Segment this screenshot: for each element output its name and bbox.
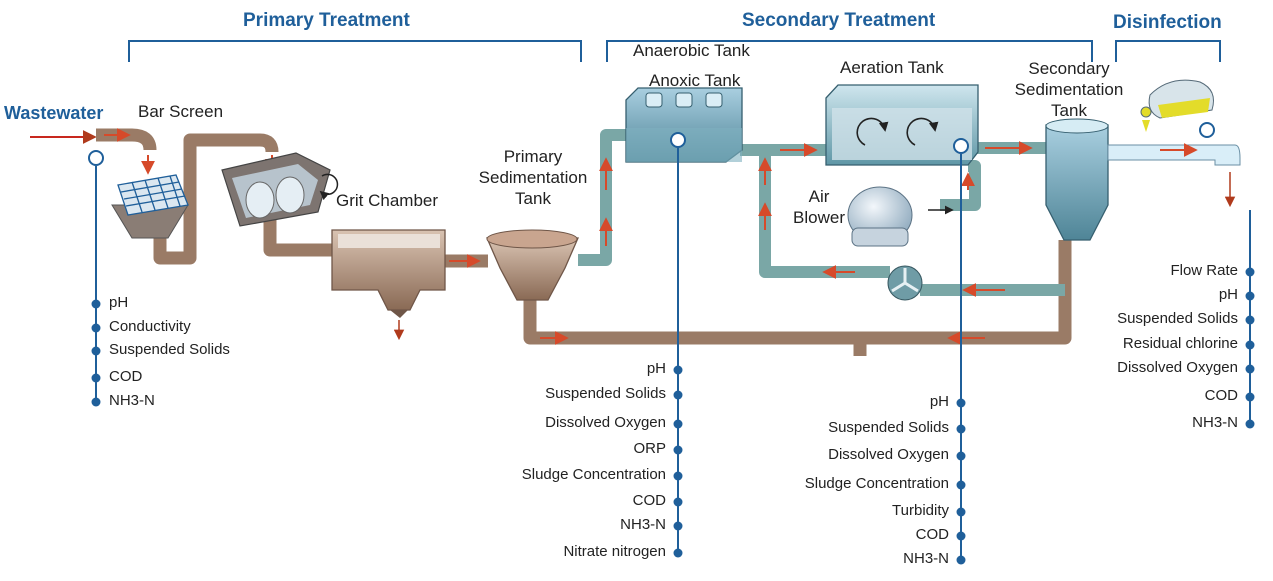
- parameter-dot: [1245, 364, 1255, 374]
- parameter-label: Dissolved Oxygen: [828, 446, 949, 463]
- parameter-label: pH: [1218, 286, 1238, 303]
- parameter-label: Sludge Concentration: [804, 475, 949, 492]
- parameter-label: NH3-N: [109, 392, 155, 409]
- parameter-dot: [673, 365, 683, 375]
- parameter-label: pH: [109, 294, 129, 311]
- secondary-bracket: [606, 40, 1093, 62]
- parameter-dot: [91, 346, 101, 356]
- secondary-sed-line-2: Sedimentation: [1014, 80, 1124, 99]
- parameter-label: COD: [1204, 387, 1238, 404]
- section-disinfection: Disinfection: [1113, 12, 1222, 33]
- parameter-dot: [91, 373, 101, 383]
- anaerobic-tank-label: Anaerobic Tank: [633, 41, 750, 60]
- sensor-gauge-icon: [88, 122, 1215, 166]
- parameter-label: pH: [929, 393, 949, 410]
- parameter-label: NH3-N: [903, 550, 949, 567]
- bar-screen-label: Bar Screen: [138, 102, 224, 121]
- grit-chamber-label: Grit Chamber: [336, 191, 439, 210]
- grit-chamber-icon: [331, 229, 446, 341]
- air-blower-icon: [847, 186, 954, 247]
- parameter-dot: [673, 390, 683, 400]
- parameter-dot: [956, 555, 966, 565]
- parameter-label: pH: [646, 360, 666, 377]
- aeration-tank-label: Aeration Tank: [840, 58, 944, 77]
- parameter-label: Nitrate nitrogen: [563, 543, 666, 560]
- parameter-dot: [1245, 267, 1255, 277]
- parameter-label: Residual chlorine: [1122, 335, 1238, 352]
- parameter-label: Suspended Solids: [1117, 310, 1238, 327]
- grit-rollers-icon: [221, 152, 339, 227]
- aeration-tank-icon: [825, 84, 979, 166]
- parameter-label: Suspended Solids: [545, 385, 666, 402]
- sensor-lines: [95, 148, 1251, 560]
- secondary-sed-line-1: Secondary: [1028, 59, 1110, 78]
- parameter-label: Dissolved Oxygen: [1117, 359, 1238, 376]
- chlorine-tank-icon: [1140, 79, 1214, 132]
- secondary-sed-line-3: Tank: [1051, 101, 1087, 120]
- primary-sedimentation-icon: [486, 229, 579, 301]
- parameter-dot: [673, 471, 683, 481]
- section-secondary: Secondary Treatment: [742, 10, 936, 31]
- primary-sed-line-2: Sedimentation: [478, 168, 588, 187]
- parameter-label: COD: [632, 492, 666, 509]
- pump-icon: [887, 265, 923, 301]
- parameter-dot: [956, 424, 966, 434]
- secondary-sedimentation-icon: [1045, 118, 1109, 241]
- parameter-dot: [956, 507, 966, 517]
- parameter-label: Suspended Solids: [109, 341, 230, 358]
- parameter-dot: [956, 451, 966, 461]
- parameter-dot: [91, 397, 101, 407]
- section-primary: Primary Treatment: [243, 10, 410, 31]
- parameter-dot: [1245, 291, 1255, 301]
- parameter-label: COD: [915, 526, 949, 543]
- parameter-dot: [956, 398, 966, 408]
- parameter-label: Sludge Concentration: [521, 466, 666, 483]
- parameter-label: Turbidity: [892, 502, 949, 519]
- parameter-label: COD: [109, 368, 143, 385]
- primary-bracket: [128, 40, 582, 62]
- parameter-dot: [673, 497, 683, 507]
- water-flow-marks: [599, 141, 1033, 297]
- parameter-label: NH3-N: [1192, 414, 1238, 431]
- parameter-dot: [1245, 419, 1255, 429]
- parameter-dot: [956, 531, 966, 541]
- air-blower-label: Air Blower: [786, 186, 852, 228]
- primary-sed-line-3: Tank: [515, 189, 551, 208]
- parameter-dot: [1245, 315, 1255, 325]
- parameter-dot: [91, 323, 101, 333]
- anoxic-tank-label: Anoxic Tank: [649, 71, 741, 90]
- parameter-label: Conductivity: [109, 318, 191, 335]
- primary-sed-line-1: Primary: [503, 147, 563, 166]
- primary-sedimentation-label: Primary Sedimentation Tank: [466, 146, 600, 209]
- air-blower-line-2: Blower: [793, 208, 845, 227]
- parameter-dot: [956, 480, 966, 490]
- air-blower-line-1: Air: [808, 187, 830, 206]
- parameter-label: Suspended Solids: [828, 419, 949, 436]
- bar-screen-icon: [111, 174, 189, 239]
- parameter-label: Flow Rate: [1170, 262, 1238, 279]
- parameter-dot: [673, 521, 683, 531]
- secondary-sedimentation-label: Secondary Sedimentation Tank: [1000, 58, 1138, 121]
- parameter-label: NH3-N: [620, 516, 666, 533]
- parameter-dot: [1245, 340, 1255, 350]
- anoxic-tank-icon: [625, 87, 743, 163]
- disinfection-bracket: [1115, 40, 1221, 62]
- parameter-label: ORP: [633, 440, 666, 457]
- parameter-label: Dissolved Oxygen: [545, 414, 666, 431]
- wastewater-label: Wastewater: [4, 103, 104, 123]
- parameter-dot: [673, 445, 683, 455]
- parameter-dot: [91, 299, 101, 309]
- parameter-dot: [1245, 392, 1255, 402]
- parameter-dot: [673, 548, 683, 558]
- disinfection-pipe: [1107, 143, 1241, 208]
- parameter-dot: [673, 419, 683, 429]
